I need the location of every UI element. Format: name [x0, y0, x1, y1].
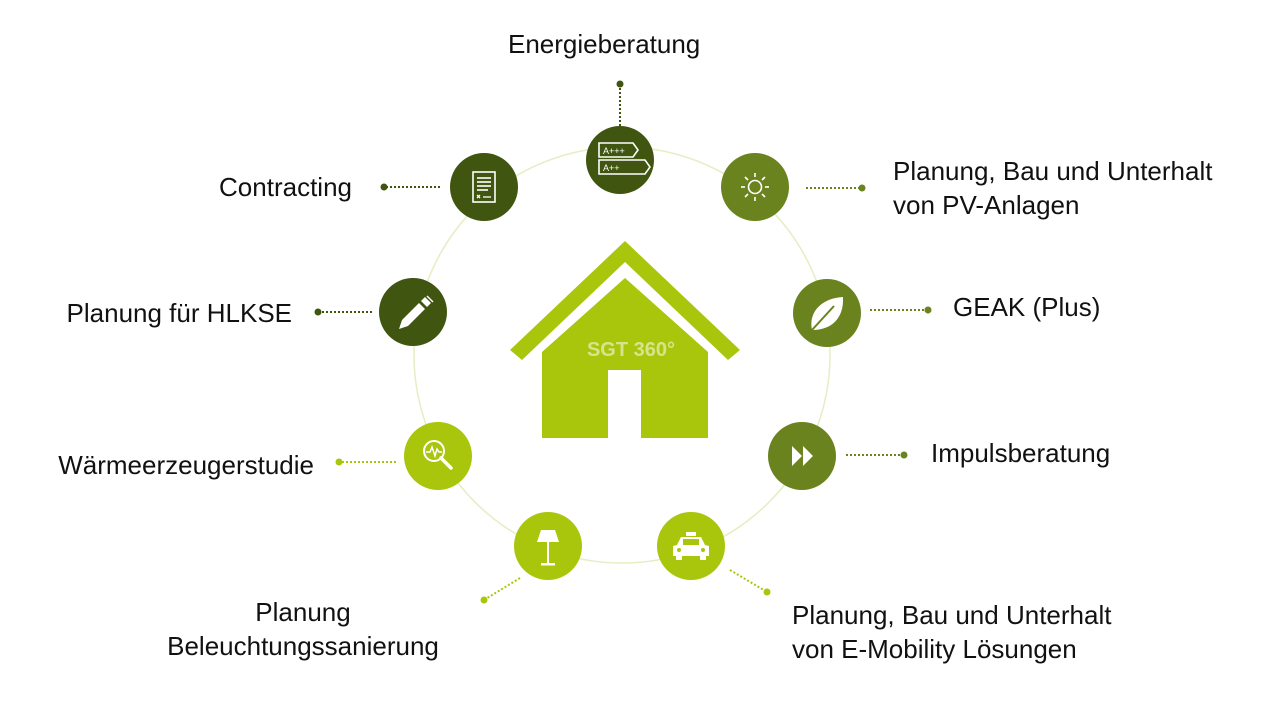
label-pv: Planung, Bau und Unterhalt von PV-Anlage… [893, 154, 1212, 222]
node-energieberatung[interactable]: A+++ A++ [586, 126, 654, 194]
label-line: Planung, Bau und Unterhalt [893, 156, 1213, 186]
connector-dot [616, 80, 624, 88]
label-line: Wärmeerzeugerstudie [58, 450, 314, 480]
node-pv[interactable] [721, 153, 789, 221]
label-line: Planung [255, 597, 351, 627]
house-graphic: SGT 360° [510, 241, 740, 438]
fast-forward-icon [792, 446, 813, 466]
connector-dot [314, 308, 322, 316]
label-impuls: Impulsberatung [931, 436, 1110, 470]
house-roof [510, 241, 740, 360]
connector-dot [380, 183, 388, 191]
connector-beleuchtung [483, 577, 521, 601]
contract-document-icon [472, 171, 496, 203]
magnifier-pulse-icon [423, 440, 453, 470]
connectors [318, 84, 928, 601]
floor-lamp-icon [537, 530, 559, 566]
label-line: Impulsberatung [931, 438, 1111, 468]
label-contracting: Contracting [10, 170, 352, 204]
node-contracting[interactable] [450, 153, 518, 221]
node-impuls[interactable] [768, 422, 836, 490]
label-beleuchtung: Planung Beleuchtungssanierung [150, 595, 456, 663]
label-line: Contracting [219, 172, 352, 202]
node-geak[interactable] [793, 279, 861, 347]
house-body [542, 278, 708, 438]
label-energieberatung: Energieberatung [508, 27, 700, 61]
connector-emobility [729, 569, 768, 593]
svg-text:A++: A++ [603, 163, 620, 173]
label-line: von E-Mobility Lösungen [792, 634, 1077, 664]
label-line: Energieberatung [508, 29, 701, 59]
svg-text:A+++: A+++ [603, 146, 625, 156]
label-geak: GEAK (Plus) [953, 290, 1100, 324]
leaf-icon [811, 297, 844, 331]
label-line: Beleuchtungssanierung [167, 631, 439, 661]
node-waerme[interactable] [404, 422, 472, 490]
label-waerme: Wärmeerzeugerstudie [10, 448, 314, 482]
node-hlkse[interactable] [379, 278, 447, 346]
label-hlkse: Planung für HLKSE [10, 296, 292, 330]
center-label: SGT 360° [587, 339, 675, 361]
connector-dot [480, 596, 488, 604]
energy-label-icon: A+++ A++ [598, 142, 651, 175]
label-line: GEAK (Plus) [953, 292, 1101, 322]
connector-dot [858, 184, 866, 192]
node-emobility[interactable] [657, 512, 725, 580]
car-icon [673, 532, 709, 560]
pen-icon [399, 295, 434, 329]
label-emobility: Planung, Bau und Unterhalt von E-Mobilit… [792, 598, 1111, 666]
node-beleuchtung[interactable] [514, 512, 582, 580]
connector-dot [335, 458, 343, 466]
connector-dot [763, 588, 771, 596]
connector-dots [314, 80, 932, 604]
label-line: Planung, Bau und Unterhalt [792, 600, 1112, 630]
label-line: von PV-Anlagen [893, 190, 1080, 220]
connector-dot [900, 451, 908, 459]
connector-dot [924, 306, 932, 314]
label-line: Planung für HLKSE [66, 298, 292, 328]
sun-icon [741, 173, 769, 201]
